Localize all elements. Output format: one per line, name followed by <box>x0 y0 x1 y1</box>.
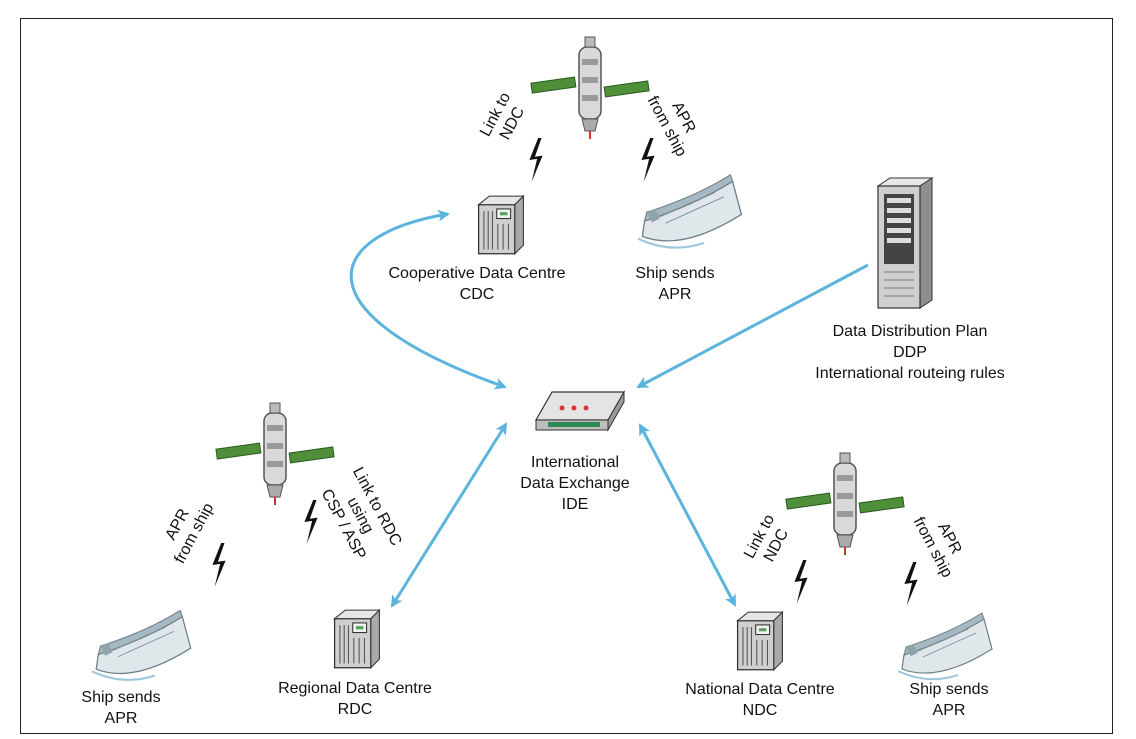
ide-abbr: IDE <box>561 496 589 513</box>
bolt-top-right-icon <box>641 138 655 182</box>
arrow-cdc-ide <box>349 209 507 390</box>
ship-right-line2: APR <box>932 702 966 719</box>
satellite-right-icon <box>785 452 905 556</box>
ndc-abbr: NDC <box>742 702 778 719</box>
ddp-desc: International routeing rules <box>815 365 1005 382</box>
ship-left-icon <box>92 609 192 681</box>
ndc-name: National Data Centre <box>685 681 835 698</box>
rdc-label: Regional Data Centre RDC <box>255 678 455 720</box>
ship-right-icon <box>898 611 994 681</box>
ship-left-label: Ship sends APR <box>66 687 176 729</box>
rdc-server-icon <box>333 609 381 669</box>
ddp-abbr: DDP <box>893 344 927 361</box>
ship-top-label: Ship sends APR <box>615 263 735 305</box>
ndc-label: National Data Centre NDC <box>660 679 860 721</box>
ship-top-line2: APR <box>658 286 692 303</box>
satellite-top-icon <box>530 36 650 140</box>
bolt-right-left-icon <box>794 560 808 604</box>
cdc-server-icon <box>477 195 525 255</box>
ide-line1: International <box>530 454 620 471</box>
ship-right-label: Ship sends APR <box>894 679 1004 721</box>
ship-top-icon <box>638 173 743 249</box>
ddp-name: Data Distribution Plan <box>832 323 988 340</box>
ide-line2: Data Exchange <box>520 475 630 492</box>
diagram-frame <box>20 18 1113 734</box>
arrow-ndc-ide <box>638 423 737 607</box>
bolt-left-left-icon <box>212 543 226 587</box>
ide-router-icon <box>534 390 626 432</box>
ship-top-line1: Ship sends <box>635 265 715 282</box>
ship-left-line2: APR <box>104 710 138 727</box>
bolt-right-right-icon <box>904 562 918 606</box>
ship-right-line1: Ship sends <box>909 681 989 698</box>
ndc-server-icon <box>736 611 784 671</box>
bolt-top-left-icon <box>529 138 543 182</box>
cdc-label: Cooperative Data Centre CDC <box>368 263 586 305</box>
cdc-name: Cooperative Data Centre <box>388 265 566 282</box>
arrow-rdc-ide <box>390 422 508 608</box>
bolt-left-right-icon <box>304 500 318 544</box>
ddp-server-icon <box>876 177 934 309</box>
ship-left-line1: Ship sends <box>81 689 161 706</box>
cdc-abbr: CDC <box>459 286 495 303</box>
ddp-label: Data Distribution Plan DDP International… <box>800 321 1020 384</box>
ide-label: International Data Exchange IDE <box>500 452 650 515</box>
rdc-name: Regional Data Centre <box>278 680 432 697</box>
arrow-ddp-ide <box>636 263 869 389</box>
rdc-abbr: RDC <box>337 701 373 718</box>
